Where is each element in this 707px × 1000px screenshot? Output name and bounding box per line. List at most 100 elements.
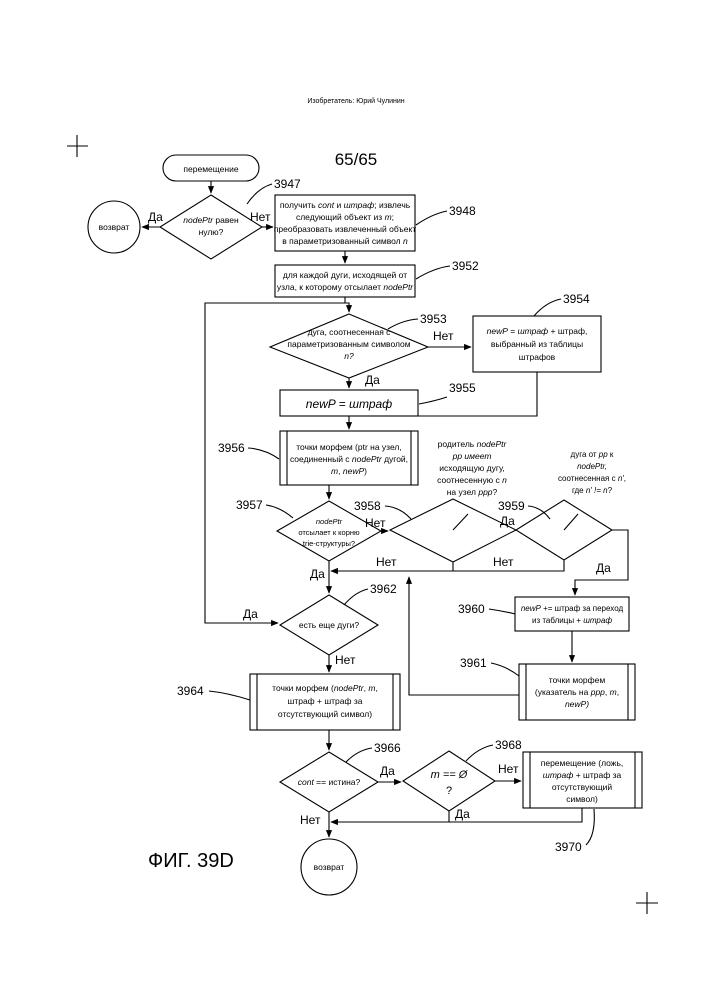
svg-text:Нет: Нет — [498, 762, 519, 776]
svg-text:Нет: Нет — [365, 516, 386, 530]
svg-text:на узел ppp?: на узел ppp? — [447, 487, 498, 497]
svg-text:соотнесенную с n: соотнесенную с n — [437, 475, 507, 485]
registration-mark-bottom-right — [636, 892, 658, 914]
svg-text:штраф + штраф за: штраф + штраф за — [288, 696, 363, 706]
svg-text:нулю?: нулю? — [199, 227, 224, 237]
figure-label: ФИГ. 39D — [148, 850, 234, 872]
decision-3947: nodePtr равен нулю? — [160, 195, 262, 259]
svg-text:где n' != n?: где n' != n? — [572, 486, 613, 495]
svg-text:Нет: Нет — [433, 329, 454, 343]
return-node-top: возврат — [88, 201, 140, 253]
svg-text:Нет: Нет — [250, 210, 271, 224]
svg-text:newP = штраф: newP = штраф — [306, 397, 392, 411]
svg-text:штраф + штраф за: штраф + штраф за — [543, 770, 622, 780]
svg-text:отсылает к корню: отсылает к корню — [298, 528, 360, 537]
svg-text:есть еще дуги?: есть еще дуги? — [299, 620, 359, 630]
svg-text:3953: 3953 — [420, 312, 447, 326]
svg-text:3964: 3964 — [177, 684, 204, 698]
svg-text:nodePtr: nodePtr — [316, 517, 343, 526]
box-3956: точки морфем (ptr на узел, соединенный с… — [280, 431, 418, 485]
svg-text:родитель nodePtr: родитель nodePtr — [438, 439, 508, 449]
svg-text:3947: 3947 — [274, 177, 301, 191]
box-3954: newP = штраф + штраф, выбранный из табли… — [473, 316, 601, 372]
svg-text:соотнесенная с n',: соотнесенная с n', — [558, 474, 626, 483]
box-3964: точки морфем (nodePtr, m, штраф + штраф … — [250, 674, 400, 730]
svg-text:n?: n? — [344, 351, 354, 361]
svg-text:nodePtr,: nodePtr, — [577, 462, 607, 471]
svg-text:отсутствующий: отсутствующий — [552, 782, 612, 792]
svg-text:3954: 3954 — [563, 292, 590, 306]
decision-3953: дуга, соотнесенная с параметризованным с… — [270, 314, 428, 378]
svg-text:выбранный из таблицы: выбранный из таблицы — [491, 339, 583, 349]
svg-text:Да: Да — [380, 764, 395, 778]
svg-text:?: ? — [446, 785, 452, 797]
svg-text:узла, к которому отсылает node: узла, к которому отсылает nodePtr — [277, 282, 414, 292]
registration-mark-top-left — [67, 135, 88, 157]
svg-text:3958: 3958 — [354, 499, 381, 513]
svg-text:Нет: Нет — [493, 555, 514, 569]
svg-text:newP = штраф + штраф,: newP = штраф + штраф, — [487, 326, 588, 336]
svg-text:3956: 3956 — [218, 441, 245, 455]
svg-text:возврат: возврат — [99, 222, 130, 232]
svg-text:дуга от pp к: дуга от pp к — [571, 450, 614, 459]
svg-text:m == Ø: m == Ø — [431, 769, 469, 781]
svg-text:возврат: возврат — [314, 862, 345, 872]
svg-text:перемещение: перемещение — [183, 164, 238, 174]
svg-text:Нет: Нет — [335, 653, 356, 667]
box-3961: точки морфем (указатель на ppp, m, newP) — [519, 664, 635, 720]
text-3958: родитель nodePtr pp имеет исходящую дугу… — [437, 439, 507, 497]
svg-text:для каждой дуги, исходящей от: для каждой дуги, исходящей от — [283, 270, 407, 280]
svg-text:соединенный с nodePtr дугой,: соединенный с nodePtr дугой, — [290, 454, 408, 464]
svg-text:cont == истина?: cont == истина? — [298, 777, 361, 787]
svg-text:Да: Да — [243, 607, 258, 621]
svg-text:Да: Да — [455, 807, 470, 821]
box-3948: получить cont и штраф; извлечь следующий… — [274, 195, 416, 251]
svg-text:исходящую дугу,: исходящую дугу, — [439, 463, 504, 473]
svg-text:Да: Да — [148, 210, 163, 224]
svg-text:следующий объект из m;: следующий объект из m; — [296, 212, 394, 222]
svg-text:(указатель на ppp, m,: (указатель на ppp, m, — [535, 687, 619, 697]
svg-text:получить cont и штраф; извлечь: получить cont и штраф; извлечь — [280, 200, 411, 210]
svg-text:в параметризованный символ n: в параметризованный символ n — [282, 236, 408, 246]
page-number: 65/65 — [335, 150, 378, 169]
box-3952: для каждой дуги, исходящей от узла, к ко… — [275, 265, 415, 297]
svg-text:trie-структуры?: trie-структуры? — [303, 539, 355, 548]
svg-text:дуга, соотнесенная с: дуга, соотнесенная с — [308, 327, 392, 337]
svg-text:Да: Да — [596, 561, 611, 575]
svg-text:преобразовать извлеченный объе: преобразовать извлеченный объект — [274, 224, 416, 234]
decision-3966: cont == истина? — [280, 752, 378, 812]
start-node: перемещение — [163, 155, 259, 181]
svg-text:3960: 3960 — [458, 602, 485, 616]
svg-text:из таблицы + штраф: из таблицы + штраф — [532, 616, 612, 625]
svg-text:3957: 3957 — [236, 498, 263, 512]
svg-text:штрафов: штрафов — [519, 352, 556, 362]
svg-text:pp имеет: pp имеет — [452, 451, 492, 461]
box-3970: перемещение (ложь, штраф + штраф за отсу… — [523, 752, 642, 808]
inventor-header: Изобретатель: Юрий Чулинин — [307, 97, 404, 105]
svg-text:3961: 3961 — [460, 656, 487, 670]
svg-text:точки морфем (nodePtr, m,: точки морфем (nodePtr, m, — [272, 683, 378, 693]
svg-text:3959: 3959 — [498, 499, 525, 513]
svg-text:точки морфем (ptr на узел,: точки морфем (ptr на узел, — [296, 442, 402, 452]
return-node-bottom: возврат — [301, 839, 357, 895]
svg-text:Да: Да — [365, 373, 380, 387]
box-3955: newP = штраф — [280, 390, 418, 416]
svg-text:3948: 3948 — [449, 204, 476, 218]
decision-3959 — [516, 500, 612, 560]
svg-text:3952: 3952 — [452, 259, 479, 273]
text-3959: дуга от pp к nodePtr, соотнесенная с n',… — [558, 450, 626, 495]
svg-text:параметризованным символом: параметризованным символом — [287, 339, 410, 349]
svg-text:Нет: Нет — [376, 555, 397, 569]
svg-text:точки морфем: точки морфем — [549, 675, 606, 685]
svg-text:отсутствующий символ): отсутствующий символ) — [278, 709, 372, 719]
decision-3962: есть еще дуги? — [280, 595, 378, 655]
svg-text:3970: 3970 — [555, 840, 582, 854]
svg-text:3966: 3966 — [374, 741, 401, 755]
svg-text:newP += штраф за переход: newP += штраф за переход — [521, 604, 624, 613]
svg-text:3962: 3962 — [370, 582, 397, 596]
svg-text:m, newP): m, newP) — [331, 466, 367, 476]
svg-text:перемещение (ложь,: перемещение (ложь, — [541, 758, 624, 768]
svg-text:Да: Да — [310, 567, 325, 581]
decision-3968: m == Ø ? — [403, 751, 495, 811]
